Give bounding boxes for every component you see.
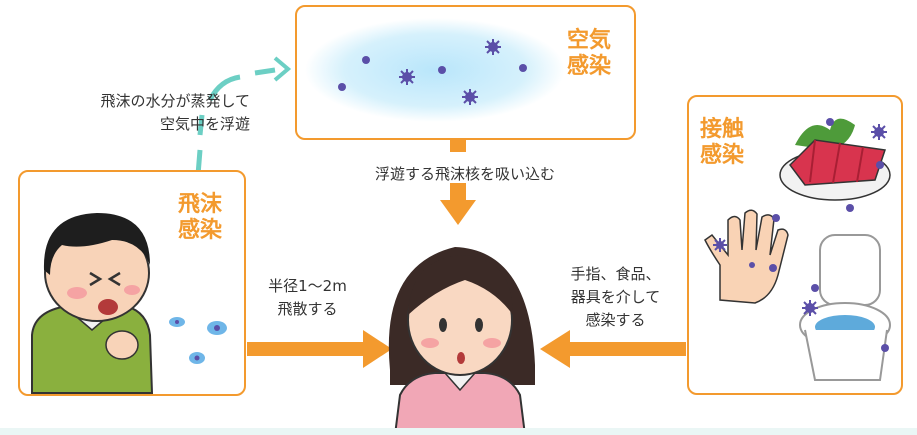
inhale-arrow: [440, 140, 476, 225]
evaporation-dashed-arrow: [195, 56, 292, 176]
evaporate-label: 飛沫の水分が蒸発して 空気中を浮遊: [100, 92, 250, 133]
contact-spread-label: 手指、食品、 器具を介して 感染する: [570, 265, 661, 329]
germ-icon: [399, 69, 415, 85]
air-cloud-illustration: [305, 18, 565, 122]
sashimi-illustration: [779, 118, 891, 212]
hand-illustration: [704, 209, 789, 304]
germ-icon: [485, 39, 501, 55]
inhale-label: 浮遊する飛沫核を吸い込む: [374, 165, 555, 183]
sneezing-boy-illustration: [31, 213, 227, 394]
germ-icon: [362, 56, 370, 64]
droplet-title: 飛沫 感染: [178, 192, 223, 243]
bottom-band: [0, 428, 917, 435]
germ-icon: [871, 124, 887, 140]
droplet-spread-arrow: [247, 330, 392, 368]
toilet-illustration: [799, 234, 891, 381]
germ-icon: [438, 66, 446, 74]
germ-icon: [802, 300, 818, 316]
woman-illustration: [388, 247, 535, 435]
airborne-germs: [338, 39, 527, 105]
droplet-spread-label: 半径1〜2m 飛散する: [268, 277, 347, 318]
germ-icon: [462, 89, 478, 105]
germ-icon: [713, 238, 727, 252]
germ-icon: [338, 83, 346, 91]
contact-title: 接触 感染: [700, 117, 745, 168]
germ-icon: [519, 64, 527, 72]
contact-spread-arrow: [540, 330, 686, 368]
airborne-title: 空気 感染: [567, 28, 612, 79]
